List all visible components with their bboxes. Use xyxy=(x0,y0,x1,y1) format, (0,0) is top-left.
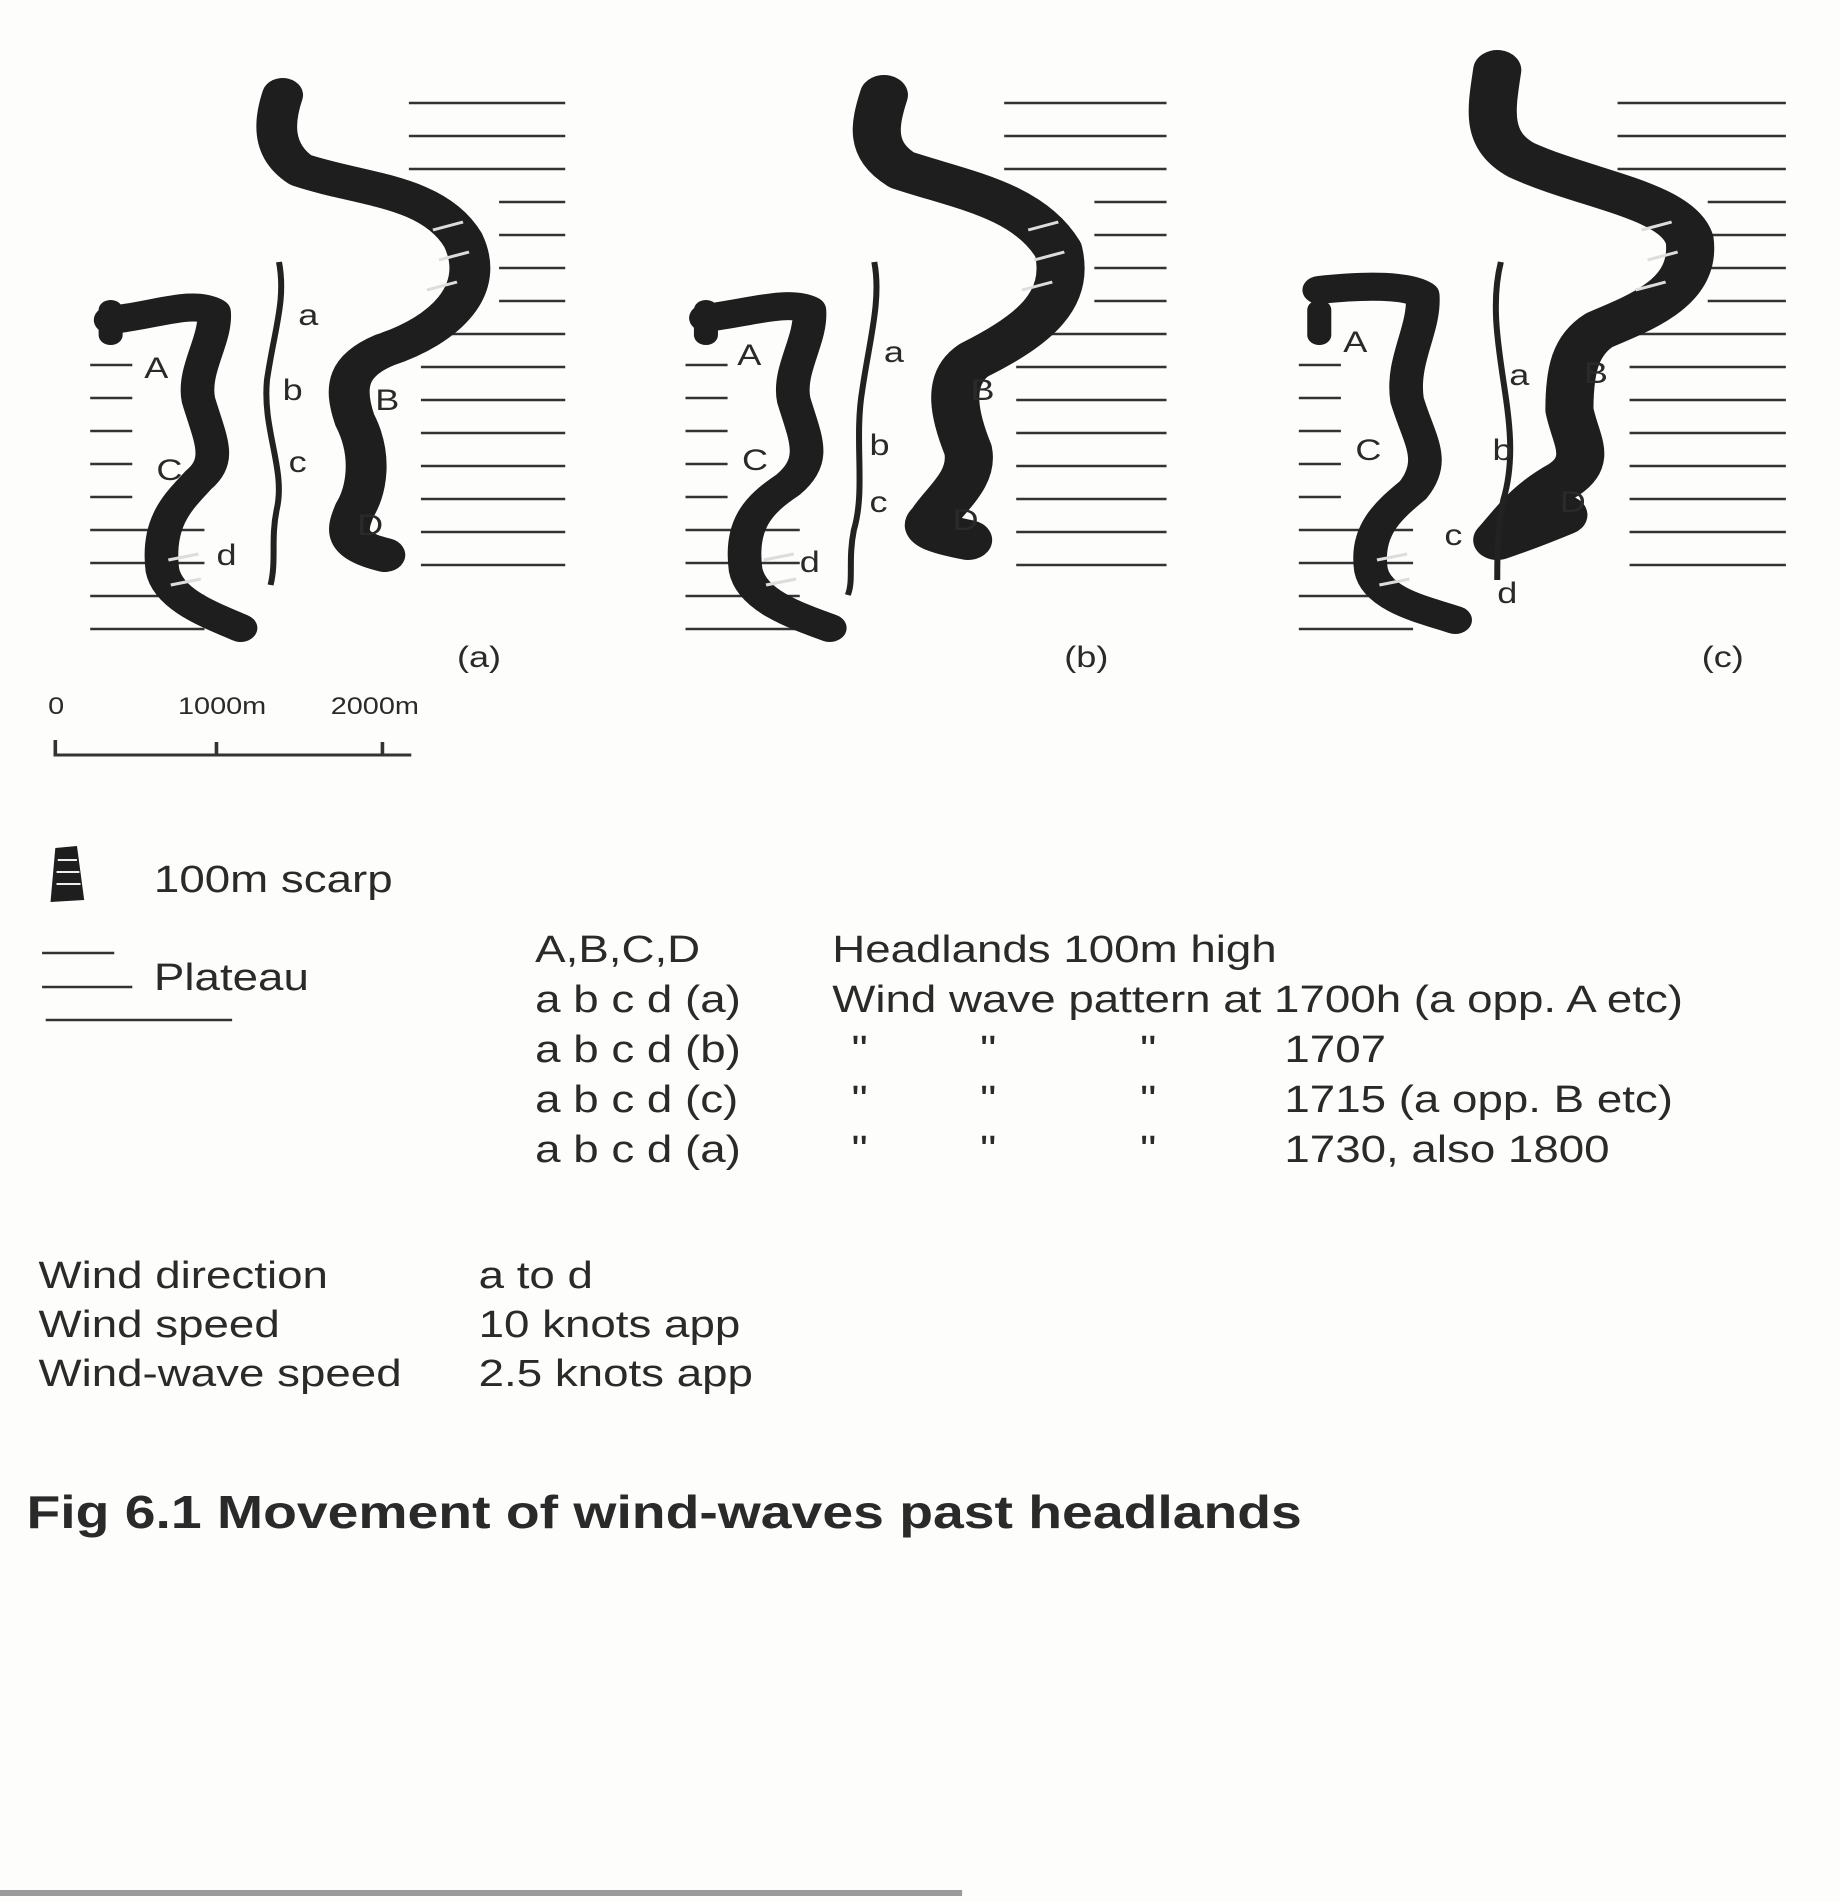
wave-label-a: a xyxy=(298,299,319,332)
wave-label-c: c xyxy=(869,486,887,519)
wind-info-label: Wind speed xyxy=(38,1303,279,1345)
scale-tick-2000: 2000m xyxy=(331,692,419,719)
key-description: Headlands 100m high xyxy=(832,928,1277,970)
wave-front-line xyxy=(1492,261,1514,581)
wave-front-line xyxy=(263,261,285,586)
panel-id-label: (a) xyxy=(457,641,501,674)
key-time: 1730, also 1800 xyxy=(1284,1128,1609,1170)
scarp-hatch xyxy=(1033,250,1065,262)
scale-bar-line xyxy=(53,740,412,757)
headland-label-D: D xyxy=(357,509,383,542)
scarp-hatch xyxy=(1027,220,1059,232)
wind-info-label: Wind-wave speed xyxy=(38,1352,401,1394)
key-time: 1707 xyxy=(1284,1028,1386,1070)
legend-plateau-label: Plateau xyxy=(154,956,309,998)
scarp-hatch xyxy=(1021,280,1053,292)
headland-label-C: C xyxy=(1355,434,1381,467)
wave-front-line xyxy=(844,261,880,596)
wind-info-value: a to d xyxy=(479,1254,593,1296)
scarp-hatch xyxy=(438,250,470,262)
key-code: a b c d (c) xyxy=(535,1078,738,1120)
ditto-mark: " xyxy=(980,1028,996,1070)
scarp-hatch xyxy=(56,859,81,885)
scarp-hatch xyxy=(1647,250,1679,262)
wind-info: Wind direction a to d Wind speed 10 knots a… xyxy=(38,1254,752,1394)
key-time: 1715 (a opp. B etc) xyxy=(1284,1078,1673,1120)
plateau-symbol-icon xyxy=(42,951,233,1022)
scale-bar: 0 1000m 2000m xyxy=(48,692,419,757)
wave-label-b: b xyxy=(869,429,889,462)
key-code: a b c d (b) xyxy=(535,1028,741,1070)
scarp-east xyxy=(1468,50,1715,560)
scale-tick-0: 0 xyxy=(48,692,64,719)
scale-tick-1000: 1000m xyxy=(178,692,266,719)
ditto-mark: " xyxy=(851,1128,867,1170)
headland-label-A: A xyxy=(1343,326,1368,359)
headland-label-B: B xyxy=(375,384,399,417)
ditto-mark: " xyxy=(1140,1078,1156,1120)
scarp-hatch xyxy=(1376,552,1408,562)
wind-info-value: 2.5 knots app xyxy=(479,1352,753,1394)
wave-label-d: d xyxy=(216,539,236,572)
key-code: A,B,C,D xyxy=(535,928,700,970)
scarp-hatch xyxy=(170,577,202,587)
key-code: a b c d (a) xyxy=(535,1128,741,1170)
wave-label-d: d xyxy=(1497,577,1517,610)
scarp-hatch xyxy=(1635,280,1667,292)
headland-label-B: B xyxy=(971,374,995,407)
scarp-hatch xyxy=(167,552,199,562)
headland-label-C: C xyxy=(742,444,768,477)
wind-info-value: 10 knots app xyxy=(479,1303,741,1345)
ditto-mark: " xyxy=(980,1128,996,1170)
key-code: a b c d (a) xyxy=(535,978,741,1020)
wave-label-c: c xyxy=(289,446,307,479)
headland-label-D: D xyxy=(1560,486,1586,519)
headland-label-C: C xyxy=(156,454,182,487)
scarp-west xyxy=(93,293,258,642)
wave-label-b: b xyxy=(283,374,303,407)
scarp-west xyxy=(689,292,847,642)
ditto-mark: " xyxy=(1140,1028,1156,1070)
wind-info-label: Wind direction xyxy=(38,1254,327,1296)
scarp-hatch xyxy=(1641,220,1673,232)
ditto-mark: " xyxy=(851,1028,867,1070)
panel-id-label: (b) xyxy=(1064,641,1108,674)
ditto-mark: " xyxy=(1140,1128,1156,1170)
headland-label-A: A xyxy=(144,352,169,385)
scarp-symbol-icon xyxy=(50,846,85,902)
key-description: Wind wave pattern at 1700h (a opp. A etc… xyxy=(832,978,1683,1020)
scarp-hatch xyxy=(432,220,464,232)
map-panel-a: A B C Da b c d (a) xyxy=(90,78,566,674)
scarp-hatch xyxy=(763,552,795,562)
headland-label-B: B xyxy=(1584,357,1608,390)
ditto-mark: " xyxy=(851,1078,867,1120)
scarp-east xyxy=(852,75,1085,560)
key-table: A,B,C,D Headlands 100m high a b c d (a) Win… xyxy=(535,928,1683,1170)
page-edge-shadow xyxy=(0,1890,963,1896)
map-panel-b: A B C Da bc d (b) xyxy=(685,75,1167,674)
panel-id-label: (c) xyxy=(1702,641,1744,674)
wave-label-c: c xyxy=(1444,519,1462,552)
scarp-hatch xyxy=(1378,577,1410,587)
wave-label-b: b xyxy=(1492,434,1512,467)
scarp-hatch xyxy=(765,577,797,587)
scarp-west xyxy=(1302,272,1472,634)
scarp-east xyxy=(256,78,491,572)
figure-caption: Fig 6.1 Movement of wind-waves past head… xyxy=(26,1486,1301,1538)
scarp-hatch xyxy=(426,280,458,292)
legend: 100m scarp Plateau xyxy=(42,846,393,1022)
headland-label-D: D xyxy=(952,504,978,537)
map-panel-c: A B C Da b c d (c) xyxy=(1298,50,1786,674)
legend-scarp-label: 100m scarp xyxy=(154,858,393,900)
wave-label-d: d xyxy=(800,546,820,579)
wave-label-a: a xyxy=(884,336,905,369)
ditto-mark: " xyxy=(980,1078,996,1120)
headland-label-A: A xyxy=(737,339,762,372)
wave-label-a: a xyxy=(1509,359,1530,392)
